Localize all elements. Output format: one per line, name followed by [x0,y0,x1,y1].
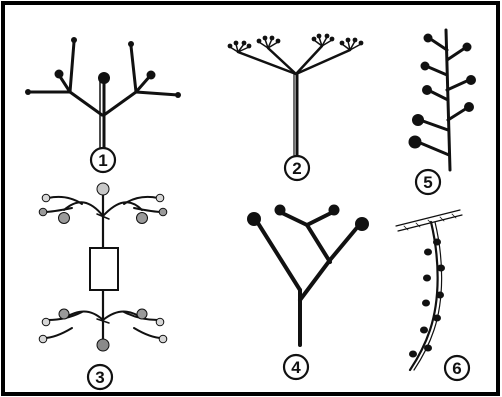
diagram-3-dichasium [43,193,163,347]
svg-text:1: 1 [98,151,107,170]
svg-text:2: 2 [292,159,301,178]
svg-text:3: 3 [95,368,104,387]
diagram-4-corymb [247,204,369,347]
label-1: 1 [89,146,117,174]
label-5: 5 [414,168,442,196]
svg-text:4: 4 [291,358,301,377]
diagram-6-spike [395,209,463,372]
label-2: 2 [283,154,311,182]
diagram-2-compound-umbel [227,33,364,157]
svg-text:5: 5 [423,173,432,192]
diagram-5-raceme [408,28,476,172]
diagram-3-buds [38,182,168,352]
label-4: 4 [282,353,310,381]
label-3: 3 [86,363,114,391]
svg-text:6: 6 [452,359,461,378]
diagram-1-pleiochasium [25,37,181,150]
label-6: 6 [443,354,471,382]
